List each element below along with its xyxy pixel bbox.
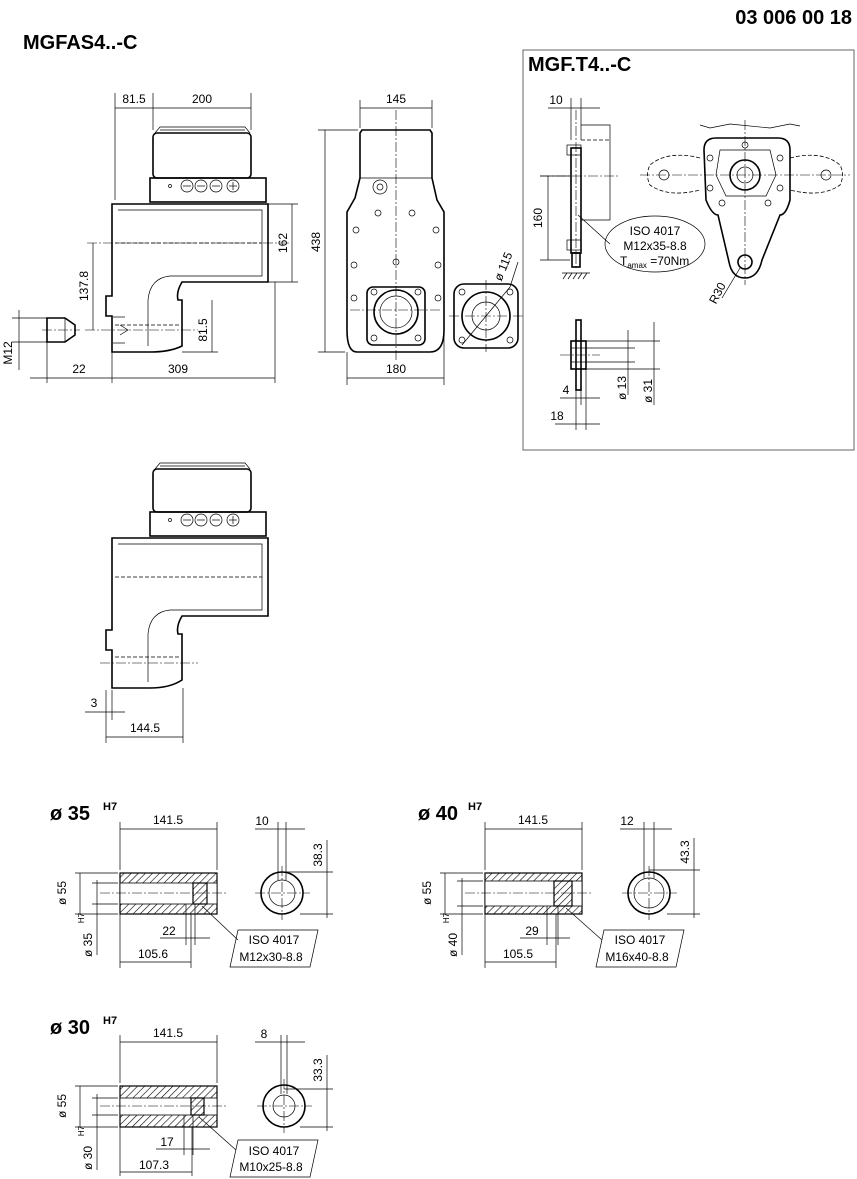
shaft-40-dim-d40-tol: H7	[442, 912, 451, 923]
iso-4017-callout	[604, 215, 706, 273]
dim-137-8: 137.8	[77, 271, 91, 301]
dim-160: 160	[531, 208, 545, 228]
shaft-35-iso-line1: ISO 4017	[249, 933, 300, 947]
shaft-35-iso-line2: M12x30-8.8	[239, 950, 303, 964]
second-side-view: 3 144.5	[85, 462, 269, 743]
dim-81-5-vert: 81.5	[196, 318, 210, 342]
bushing-detail: ø 13 ø 31 4 18	[550, 319, 660, 430]
shaft-40-dim-43-3: 43.3	[678, 840, 692, 864]
shaft-30-dim-d30-tol: H7	[77, 1125, 86, 1136]
shaft-30-dim-33-3: 33.3	[311, 1058, 325, 1082]
torque-arm-plate	[703, 137, 791, 279]
dim-d115: ø 115	[491, 250, 515, 283]
shaft-40-dim-d40: ø 40	[446, 933, 460, 957]
dim-3: 3	[91, 696, 98, 710]
shaft-40-iso-line1: ISO 4017	[615, 933, 666, 947]
shaft-40-dim-141-5: 141.5	[518, 813, 548, 827]
side-view: 81.5 200 137.8 162 81.5 M12 22 309	[1, 92, 298, 383]
shaft-30-tol: H7	[103, 1015, 117, 1027]
dim-d13: ø 13	[615, 376, 629, 400]
terminal-box	[152, 132, 252, 179]
iso-callout-line1: ISO 4017	[630, 224, 681, 238]
shaft-40-iso-line2: M16x40-8.8	[605, 950, 669, 964]
shaft-30-dim-d30: ø 30	[81, 1146, 95, 1170]
shaft-40-iso-callout	[595, 929, 685, 968]
second-gear-housing	[105, 537, 269, 689]
shaft-35-dim-141-5: 141.5	[153, 813, 183, 827]
shaft-30-dim-d55: ø 55	[55, 1094, 69, 1118]
dim-81-5-top: 81.5	[122, 92, 146, 106]
connector-strip	[149, 177, 267, 203]
torque-arm-front: R30	[640, 120, 850, 306]
torque-arm-side: 10 160 ISO 4017 M12x35-8.8 Tamax =70Nm	[531, 93, 706, 280]
shaft-30-dim-141-5: 141.5	[153, 1026, 183, 1040]
shaft-30-iso-line1: ISO 4017	[249, 1144, 300, 1158]
dim-r30: R30	[706, 280, 729, 306]
shaft-40-dim-105-5: 105.5	[503, 947, 533, 961]
dim-180: 180	[386, 362, 406, 376]
shaft-30-dim-8: 8	[261, 1027, 268, 1041]
torque-label: Tamax =70Nm	[620, 254, 689, 270]
dim-438: 438	[309, 232, 323, 252]
dim-d31: ø 31	[641, 379, 655, 403]
shaft-35-detail: ø 35 H7 141.5 ø 55 ø 35 H7 22 105.6 ISO …	[50, 801, 333, 968]
shaft-35-dim-d55: ø 55	[55, 881, 69, 905]
iso-callout-line2: M12x35-8.8	[623, 239, 687, 253]
shaft-30-detail: ø 30 H7 141.5 ø 55 ø 30 H7 17 107.3 ISO …	[50, 1015, 333, 1178]
shaft-40-dim-29: 29	[525, 924, 539, 938]
shaft-40-tol: H7	[468, 801, 482, 813]
shaft-35-dim-10: 10	[255, 814, 269, 828]
dim-144-5: 144.5	[130, 721, 160, 735]
gear-housing	[105, 203, 269, 353]
front-view: 145 438 180	[309, 92, 445, 385]
dim-145: 145	[386, 92, 406, 106]
shaft-35-title: ø 35	[50, 803, 90, 825]
shaft-35-iso-callout	[229, 929, 319, 968]
shaft-30-dim-17: 17	[160, 1135, 174, 1149]
variant-title: MGF.T4..-C	[528, 54, 631, 76]
shaft-30-iso-line2: M10x25-8.8	[239, 1160, 303, 1174]
shaft-40-dim-12: 12	[620, 814, 634, 828]
shaft-30-iso-callout	[229, 1139, 319, 1178]
shaft-35-dim-22: 22	[162, 924, 176, 938]
dim-200: 200	[192, 92, 212, 106]
flange-view: ø 115	[449, 250, 523, 352]
shaft-30-dim-107-3: 107.3	[139, 1158, 169, 1172]
dim-162: 162	[276, 233, 290, 253]
shaft-40-title: ø 40	[418, 803, 458, 825]
shaft-35-tol: H7	[103, 801, 117, 813]
shaft-35-dim-38-3: 38.3	[311, 843, 325, 867]
shaft-40-detail: ø 40 H7 141.5 ø 55 ø 40 H7 29 105.5 ISO …	[418, 801, 700, 968]
dim-309: 309	[168, 362, 188, 376]
dim-4: 4	[563, 383, 570, 397]
dim-10-torque: 10	[549, 93, 563, 107]
dim-22: 22	[72, 362, 86, 376]
shaft-35-dim-105-6: 105.6	[138, 947, 168, 961]
shaft-40-dim-d55: ø 55	[420, 881, 434, 905]
shaft-35-dim-d35-tol: H7	[77, 912, 86, 923]
variant-frame	[522, 49, 855, 451]
front-housing	[346, 129, 445, 353]
dim-18: 18	[550, 409, 564, 423]
shaft-35-dim-d35: ø 35	[81, 933, 95, 957]
shaft-30-title: ø 30	[50, 1017, 90, 1039]
dim-m12: M12	[1, 341, 15, 365]
main-title: MGFAS4..-C	[23, 32, 137, 54]
document-number: 03 006 00 18	[735, 7, 852, 29]
